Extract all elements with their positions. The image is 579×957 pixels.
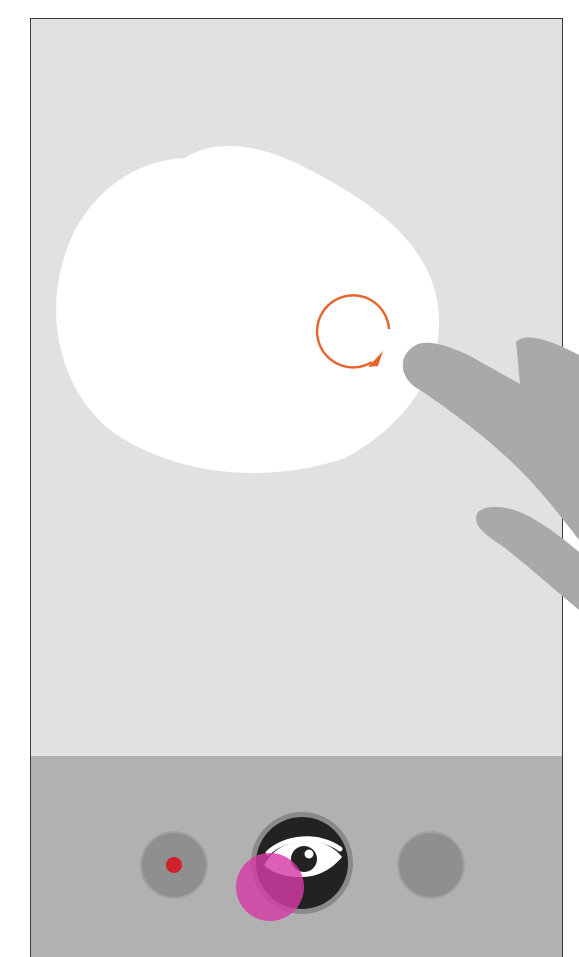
- hand-icon: [403, 338, 579, 610]
